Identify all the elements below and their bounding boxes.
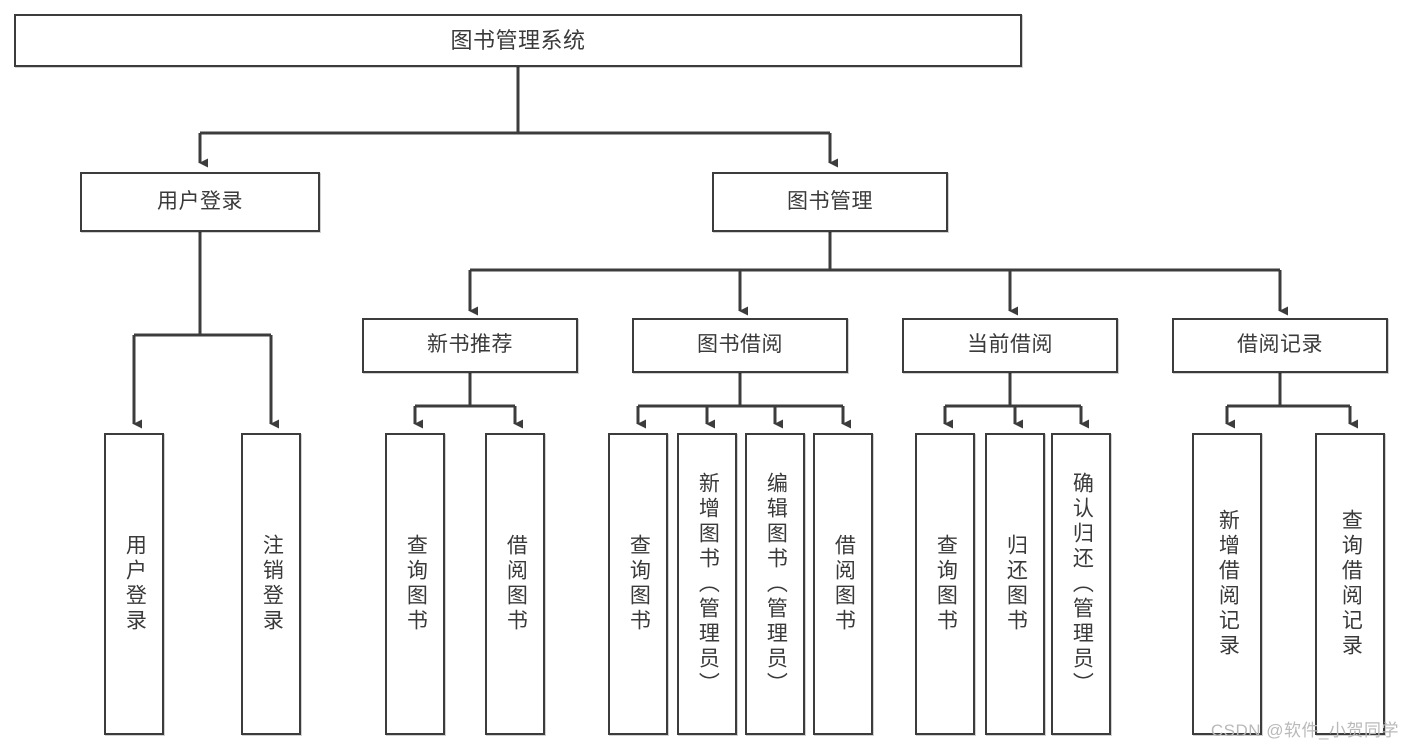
node-label: 当前借阅 [967,333,1053,357]
node-label: 编辑图书（管理员） [764,471,788,697]
node-label: 查询图书 [934,534,958,634]
node-label: 借阅记录 [1237,333,1323,357]
leaf-query-book-borrow[interactable]: 查询图书 [608,433,668,735]
node-label: 图书管理系统 [450,27,586,53]
node-label: 注销登录 [260,534,284,634]
node-label: 用户登录 [157,189,243,213]
node-label: 查询图书 [627,534,651,634]
node-root-system[interactable]: 图书管理系统 [14,14,1022,67]
node-label: 归还图书 [1004,534,1028,634]
node-label: 借阅图书 [832,534,856,634]
node-book-management[interactable]: 图书管理 [712,172,948,232]
node-label: 新书推荐 [427,333,513,357]
leaf-user-login[interactable]: 用户登录 [104,433,164,735]
node-label: 新增图书（管理员） [696,471,720,697]
leaf-return-book[interactable]: 归还图书 [985,433,1045,735]
node-label: 确认归还（管理员） [1070,471,1094,697]
node-label: 查询图书 [404,534,428,634]
leaf-query-book-current[interactable]: 查询图书 [915,433,975,735]
node-label: 借阅图书 [504,534,528,634]
node-book-borrow[interactable]: 图书借阅 [632,318,848,373]
node-label: 图书管理 [787,189,873,213]
leaf-add-borrow-record[interactable]: 新增借阅记录 [1192,433,1262,735]
leaf-borrow-book[interactable]: 借阅图书 [813,433,873,735]
node-label: 新增借阅记录 [1216,509,1240,659]
leaf-query-borrow-record[interactable]: 查询借阅记录 [1315,433,1385,735]
leaf-confirm-return-admin[interactable]: 确认归还（管理员） [1051,433,1111,735]
leaf-add-book-admin[interactable]: 新增图书（管理员） [677,433,737,735]
csdn-watermark: CSDN @软件_小贺同学 [1210,721,1399,740]
leaf-user-logout[interactable]: 注销登录 [241,433,301,735]
leaf-borrow-book-recommend[interactable]: 借阅图书 [485,433,545,735]
leaf-edit-book-admin[interactable]: 编辑图书（管理员） [745,433,805,735]
node-user-login[interactable]: 用户登录 [80,172,320,232]
leaf-query-book-recommend[interactable]: 查询图书 [385,433,445,735]
node-label: 查询借阅记录 [1339,509,1363,659]
node-current-borrow[interactable]: 当前借阅 [902,318,1118,373]
node-label: 用户登录 [123,534,147,634]
node-borrow-record[interactable]: 借阅记录 [1172,318,1388,373]
node-new-book-recommend[interactable]: 新书推荐 [362,318,578,373]
node-label: 图书借阅 [697,333,783,357]
